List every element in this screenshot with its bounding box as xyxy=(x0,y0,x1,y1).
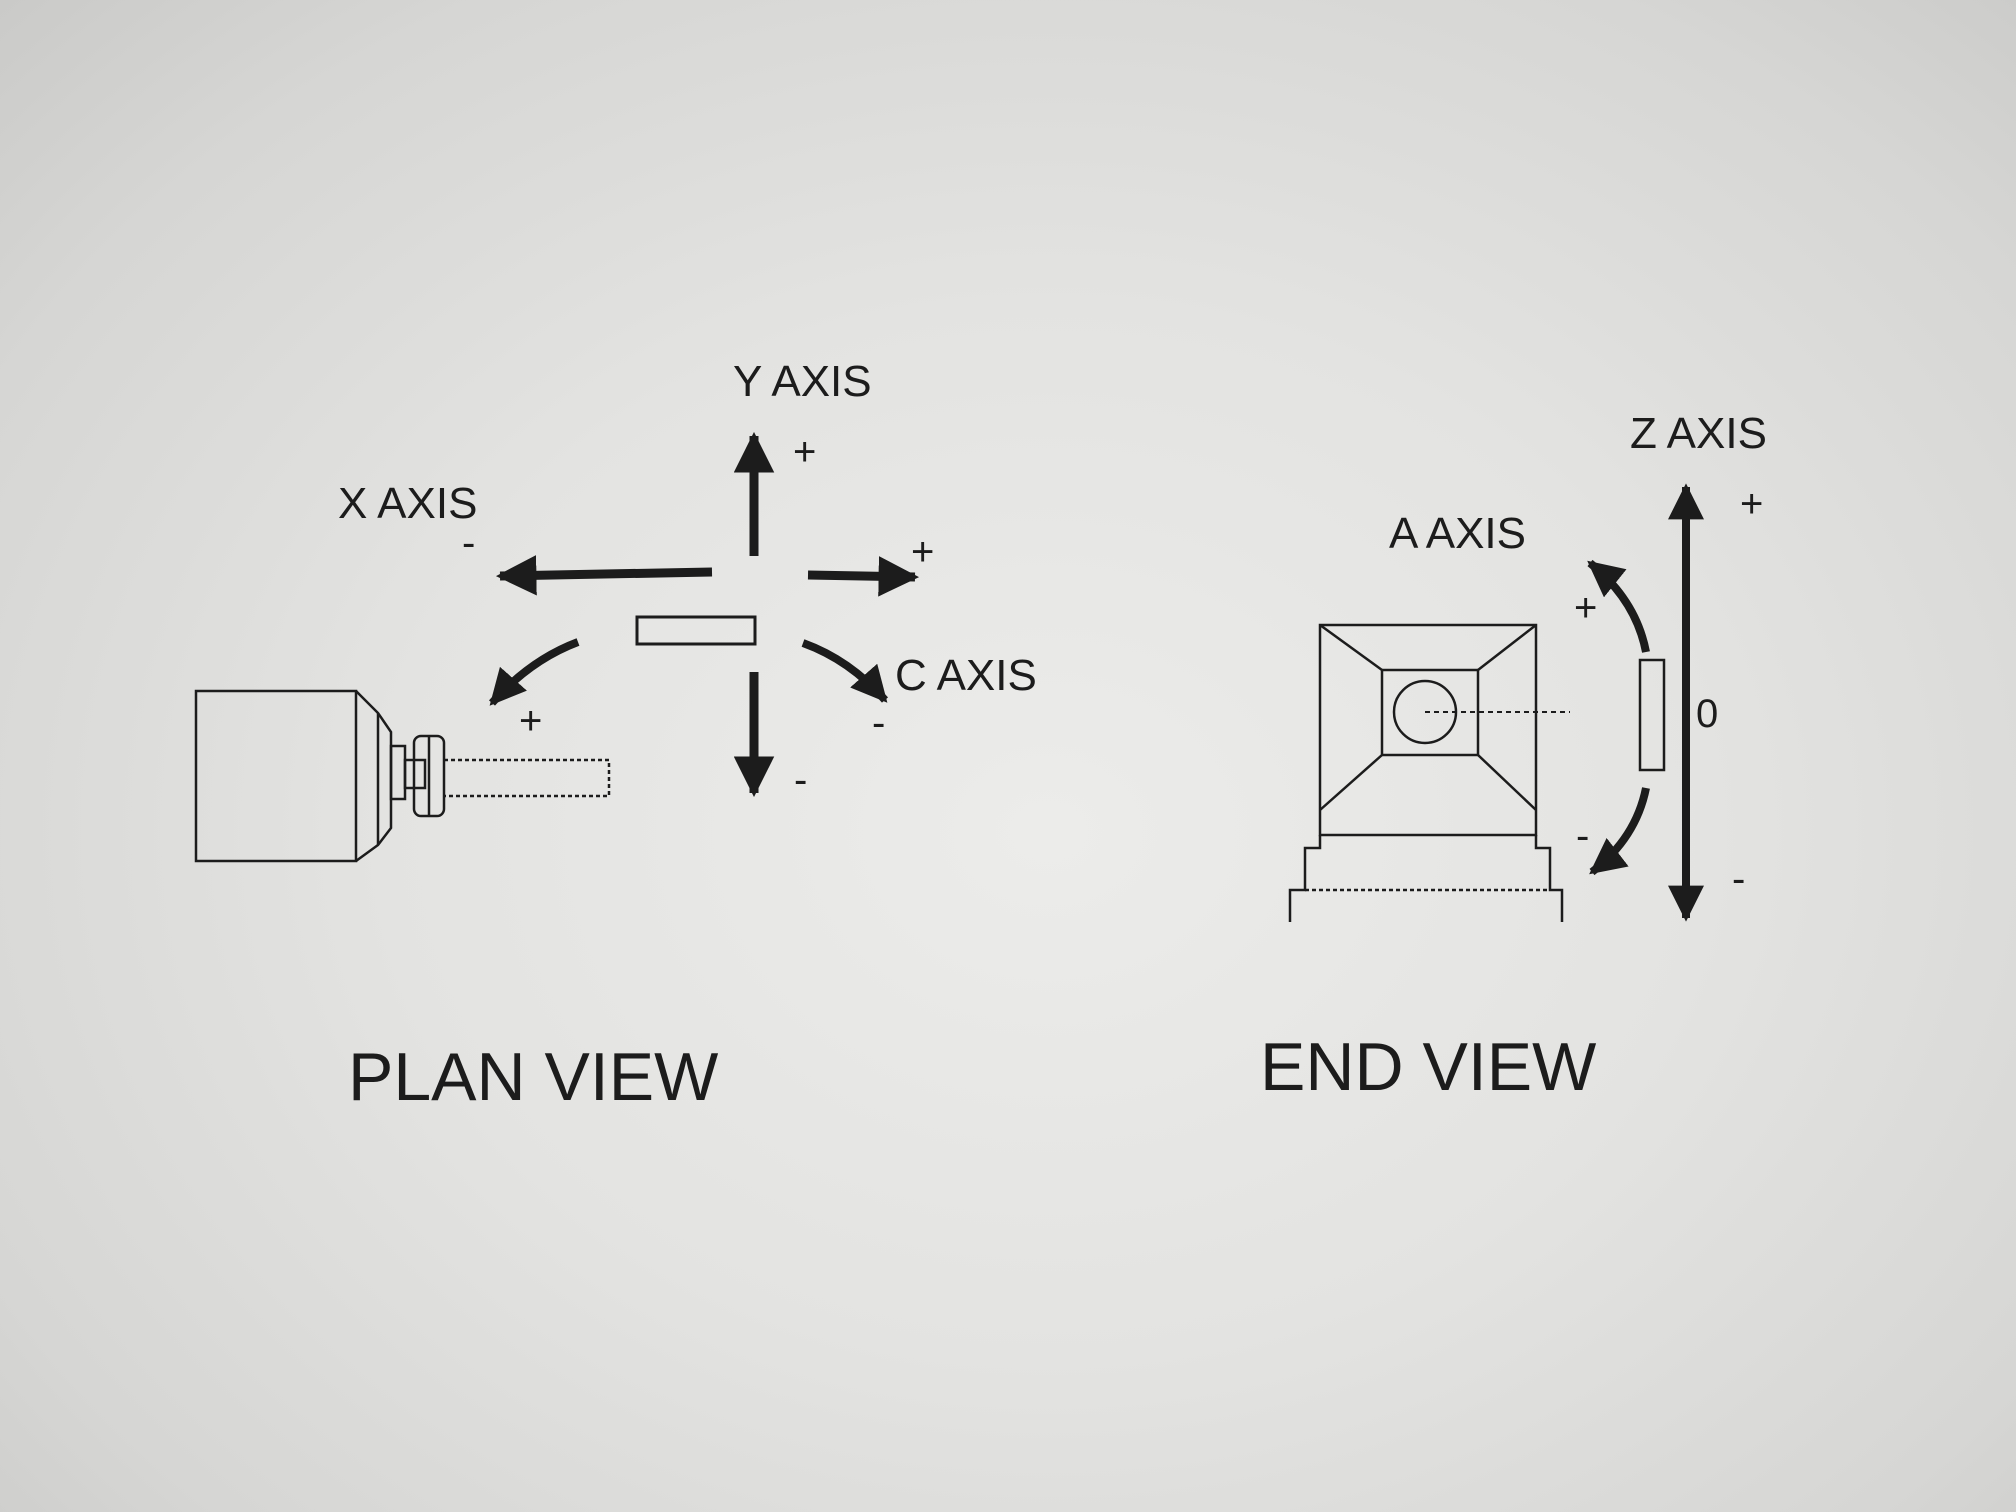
x-axis-minus-arrow xyxy=(495,555,713,596)
workpiece xyxy=(635,615,757,646)
c-axis-minus-arrow xyxy=(801,639,889,703)
machine-end-view xyxy=(1288,623,1570,922)
x-axis-minus-sign: - xyxy=(462,521,475,565)
y-axis-label: Y AXIS xyxy=(733,357,872,406)
rotary-table xyxy=(1638,658,1666,772)
end-view: Z AXIS + 0 - A AXIS + - END VIEW xyxy=(1260,409,1767,1105)
a-axis-minus-sign: - xyxy=(1576,814,1589,858)
a-axis-plus-sign: + xyxy=(1574,586,1597,630)
y-axis-minus-sign: - xyxy=(794,758,807,802)
y-axis-plus-sign: + xyxy=(793,430,816,474)
end-view-title: END VIEW xyxy=(1260,1029,1596,1105)
c-axis-minus-sign: - xyxy=(872,701,885,745)
z-axis-minus-sign: - xyxy=(1732,857,1745,901)
z-axis-plus-sign: + xyxy=(1740,482,1763,526)
c-axis-plus-sign: + xyxy=(519,699,542,743)
c-axis-label: C AXIS xyxy=(895,651,1037,700)
x-axis-plus-sign: + xyxy=(911,530,934,574)
x-axis-label: X AXIS xyxy=(338,479,477,528)
a-axis-minus-arrow xyxy=(1589,787,1650,876)
plan-view-title: PLAN VIEW xyxy=(348,1039,718,1115)
a-axis-label: A AXIS xyxy=(1389,509,1526,558)
z-axis-label: Z AXIS xyxy=(1630,409,1767,458)
spindle-head xyxy=(194,689,611,863)
x-axis-plus-arrow xyxy=(807,556,920,597)
plan-view: Y AXIS + - X AXIS - + C AXIS - + PLAN VI… xyxy=(194,357,1037,1115)
z-axis-zero: 0 xyxy=(1696,692,1718,736)
a-axis-plus-arrow xyxy=(1587,559,1650,653)
c-axis-plus-arrow xyxy=(489,638,580,706)
